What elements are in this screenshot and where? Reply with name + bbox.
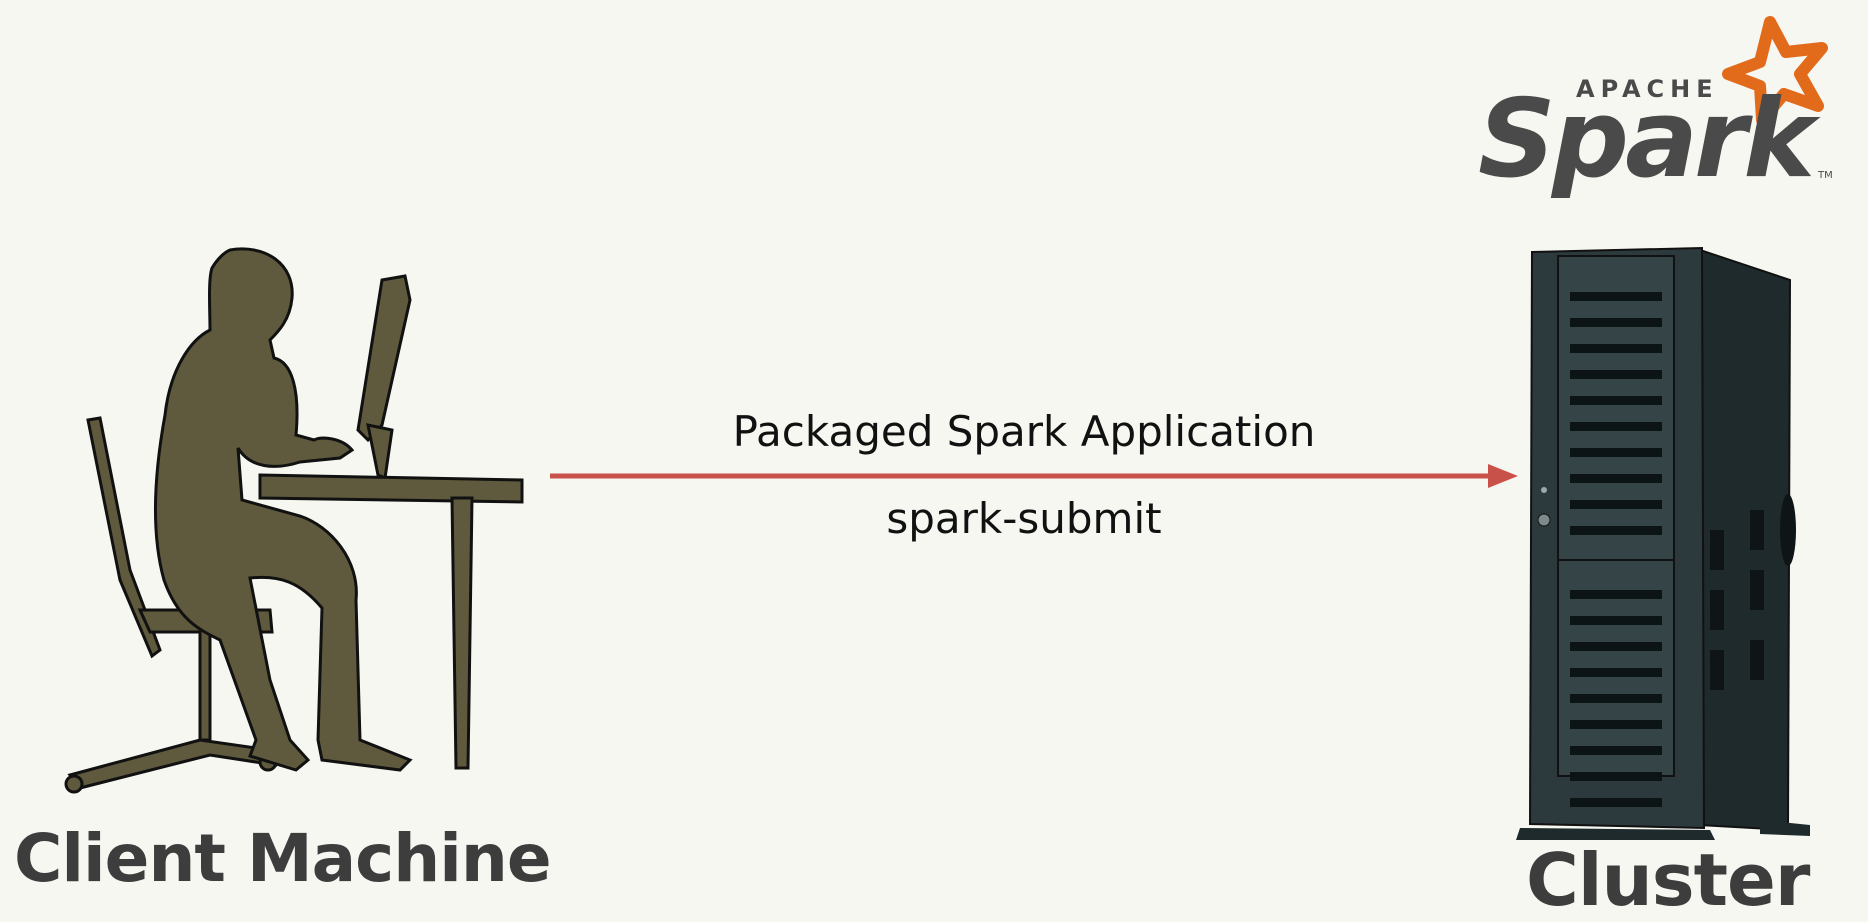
logo-tm-text: TM (1817, 170, 1833, 181)
person-at-computer-icon (64, 247, 524, 794)
client-machine-label: Client Machine (14, 820, 552, 897)
logo-apache-text: APACHE (1576, 75, 1719, 103)
logo-spark-text: Spark (1478, 77, 1821, 198)
apache-spark-logo: APACHE Spark TM (1478, 16, 1833, 198)
submit-arrow (550, 464, 1518, 488)
arrow-label-bottom: spark-submit (886, 494, 1162, 543)
arrow-label-top: Packaged Spark Application (732, 407, 1316, 456)
cluster-label: Cluster (1526, 838, 1810, 922)
server-tower-icon (1516, 246, 1810, 840)
